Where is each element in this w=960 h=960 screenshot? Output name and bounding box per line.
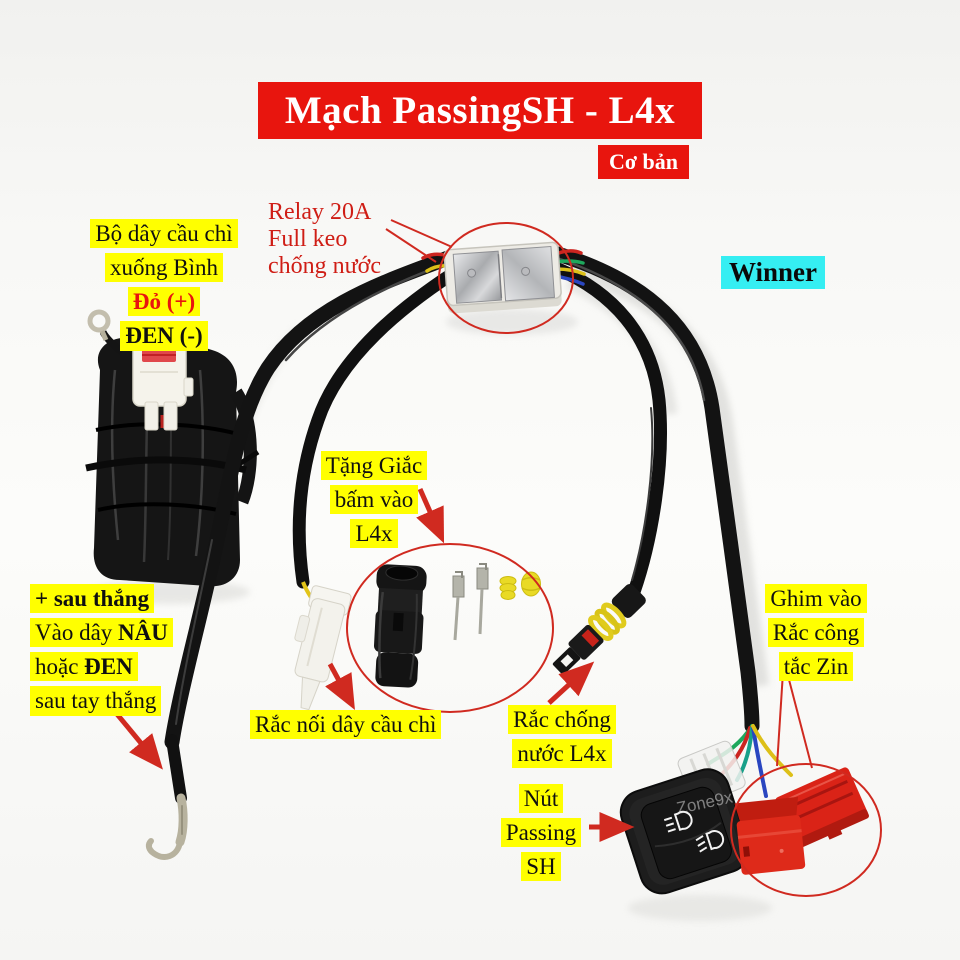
passing-button-label: Nút Passing SH bbox=[497, 784, 585, 882]
label-line: Passing bbox=[500, 818, 582, 848]
label-line: Bộ dây cầu chì bbox=[90, 219, 238, 249]
annotations bbox=[105, 219, 882, 897]
relay-photo bbox=[443, 241, 562, 314]
label-line: SH bbox=[521, 852, 561, 882]
gift-connector-parts bbox=[373, 563, 541, 688]
relay-note-line: Full keo bbox=[268, 226, 348, 252]
red-tap-connectors bbox=[734, 767, 869, 875]
label-line: sau tay thắng bbox=[30, 686, 162, 716]
fuse-kit-label: Bộ dây cầu chì xuống Bình Đỏ (+) ĐEN (-) bbox=[85, 219, 243, 351]
waterproof-jack-label: Rắc chống nước L4x bbox=[498, 705, 626, 769]
cable-left-outer bbox=[164, 250, 456, 750]
harness-cables bbox=[164, 246, 760, 750]
gift-connector-label: Tặng Giắc bấm vào L4x bbox=[313, 451, 435, 549]
variant-badge: Cơ bản bbox=[598, 145, 689, 179]
brake-wire-label: + sau thắng Vào dây NÂU hoặc ĐEN sau tay… bbox=[30, 584, 173, 716]
rubber-seal-icon bbox=[499, 571, 541, 600]
fuse-jack-label: Rắc nối dây cầu chì bbox=[250, 710, 442, 740]
label-line: Nút bbox=[518, 784, 564, 814]
fuse-holder bbox=[132, 329, 194, 431]
label-line: Tặng Giắc bbox=[320, 451, 428, 481]
high-beam-icon bbox=[663, 810, 693, 833]
page-title: Mạch PassingSH - L4x bbox=[258, 82, 702, 139]
label-line: bấm vào bbox=[329, 485, 419, 515]
label-line: Rắc công bbox=[767, 618, 865, 648]
label-line: + sau thắng bbox=[30, 584, 155, 614]
pin-to-switch-label: Ghim vào Rắc công tắc Zin bbox=[760, 584, 872, 682]
label-line: Vào dây NÂU bbox=[30, 618, 173, 648]
label-line: L4x bbox=[350, 519, 398, 549]
waterproof-connector bbox=[552, 583, 646, 675]
label-line: Ghim vào bbox=[765, 584, 867, 614]
passing-switch bbox=[619, 768, 750, 895]
cable-left-inner bbox=[292, 267, 459, 589]
fuse-line-connector bbox=[294, 581, 352, 711]
label-line: nước L4x bbox=[512, 739, 612, 769]
cable-right-outer bbox=[550, 246, 760, 734]
label-line: tắc Zin bbox=[778, 652, 854, 682]
label-line: hoặc ĐEN bbox=[30, 652, 138, 682]
label-line: Rắc nối dây cầu chì bbox=[250, 710, 442, 740]
label-line: xuống Bình bbox=[105, 253, 223, 283]
brand-tag: Winner bbox=[721, 256, 826, 289]
ring-terminal-icon bbox=[87, 309, 111, 342]
crimp-pin-icon bbox=[452, 563, 489, 641]
label-line: ĐEN (-) bbox=[120, 321, 208, 351]
relay-note: Relay 20A Full keo chống nước bbox=[268, 199, 381, 280]
hook-terminal bbox=[145, 734, 188, 860]
low-beam-icon bbox=[695, 830, 725, 853]
label-line: Rắc chống bbox=[508, 705, 616, 735]
relay-note-line: Relay 20A bbox=[268, 199, 372, 225]
label-line: Đỏ (+) bbox=[127, 287, 201, 317]
relay-note-line: chống nước bbox=[268, 253, 382, 279]
cable-right-inner bbox=[549, 261, 667, 599]
